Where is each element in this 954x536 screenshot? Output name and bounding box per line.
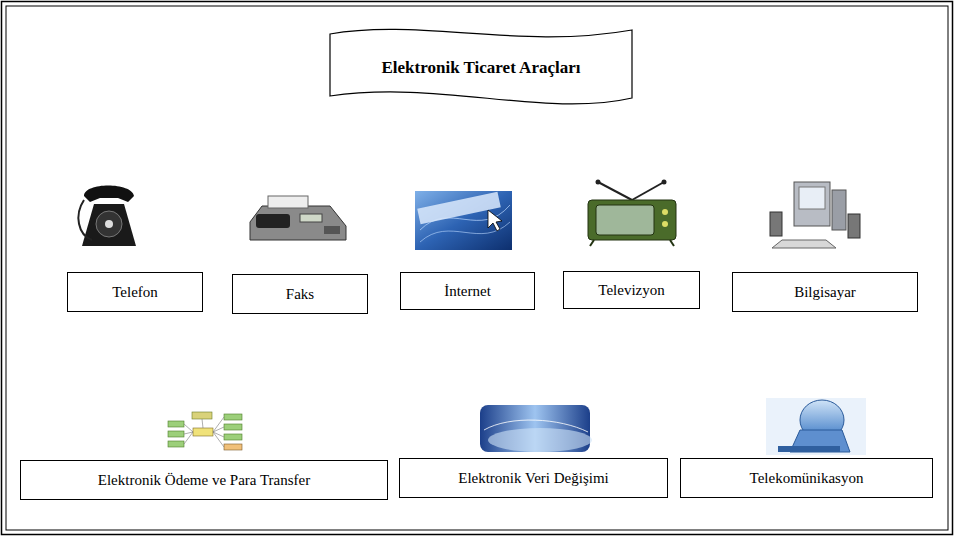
data-exchange-icon [480, 405, 592, 452]
telephone-icon [78, 186, 136, 247]
data-exchange-icon-part [484, 420, 588, 432]
payment-flowchart-icon-part [192, 412, 212, 419]
television-icon-part [662, 180, 667, 185]
telephone-icon-part [78, 200, 92, 240]
telecom-icon [766, 398, 866, 455]
internet-icon-part [488, 210, 502, 231]
box-label: Elektronik Ödeme ve Para Transfer [98, 472, 310, 489]
computer-icon-part [772, 240, 836, 248]
payment-flowchart-icon-part [224, 414, 242, 420]
computer-icon-part [799, 187, 825, 209]
television-icon-part [596, 205, 654, 235]
fax-icon-part [268, 196, 308, 208]
payment-flowchart-icon [168, 412, 242, 450]
computer-icon-part [770, 212, 782, 236]
label-box: Faks [232, 274, 368, 314]
box-label: Telekomünikasyon [750, 470, 864, 487]
diagram-title: Elektronik Ticaret Araçları [382, 58, 581, 78]
payment-flowchart-icon-part [168, 441, 184, 447]
box-label: İnternet [444, 283, 491, 300]
telecom-icon-part [778, 446, 840, 452]
payment-flowchart-icon-part [224, 444, 242, 450]
telephone-icon-part [84, 186, 134, 203]
box-label: Elektronik Veri Değişimi [458, 470, 609, 487]
internet-icon-part [415, 191, 512, 250]
box-label: Telefon [112, 284, 158, 301]
label-box: Telefon [67, 272, 203, 312]
box-label: Televizyon [598, 282, 664, 299]
computer-icon-part [848, 214, 860, 238]
television-icon [588, 180, 676, 247]
telecom-icon-part [766, 398, 866, 455]
fax-icon-part [300, 214, 322, 222]
telephone-icon-part [96, 211, 122, 237]
box-label: Faks [286, 286, 314, 303]
label-box: Telekomünikasyon [680, 458, 933, 498]
label-box: Elektronik Veri Değişimi [399, 458, 668, 498]
television-icon-part [598, 182, 632, 200]
television-icon-part [670, 240, 674, 246]
label-box: Bilgisayar [732, 272, 918, 312]
label-box: Televizyon [563, 271, 700, 309]
payment-flowchart-icon-part [168, 431, 184, 437]
television-icon-part [596, 180, 601, 185]
computer-icon [770, 182, 860, 248]
payment-flowchart-icon-part [184, 417, 224, 447]
telephone-icon-part [105, 220, 113, 228]
fax-icon-part [324, 226, 340, 234]
television-icon-part [632, 182, 664, 200]
payment-flowchart-icon-part [224, 424, 242, 430]
label-box: İnternet [400, 272, 535, 310]
box-label: Bilgisayar [794, 284, 856, 301]
frame-border-part [6, 6, 948, 530]
label-box: Elektronik Ödeme ve Para Transfer [20, 460, 388, 500]
internet-icon [415, 191, 512, 250]
computer-icon-part [832, 190, 846, 230]
computer-icon-part [794, 182, 830, 226]
payment-flowchart-icon-part [193, 428, 213, 436]
payment-flowchart-icon-part [168, 421, 184, 427]
fax-icon [250, 196, 346, 240]
television-icon-part [590, 240, 594, 246]
television-icon-part [588, 200, 676, 240]
title-banner [330, 29, 632, 104]
data-exchange-icon-part [488, 428, 592, 452]
payment-flowchart-icon-part [224, 434, 242, 440]
television-icon-part [662, 209, 668, 215]
fax-icon-part [256, 214, 290, 228]
title-banner-part [330, 29, 632, 104]
fax-icon-part [250, 206, 346, 240]
television-icon-part [662, 221, 668, 227]
